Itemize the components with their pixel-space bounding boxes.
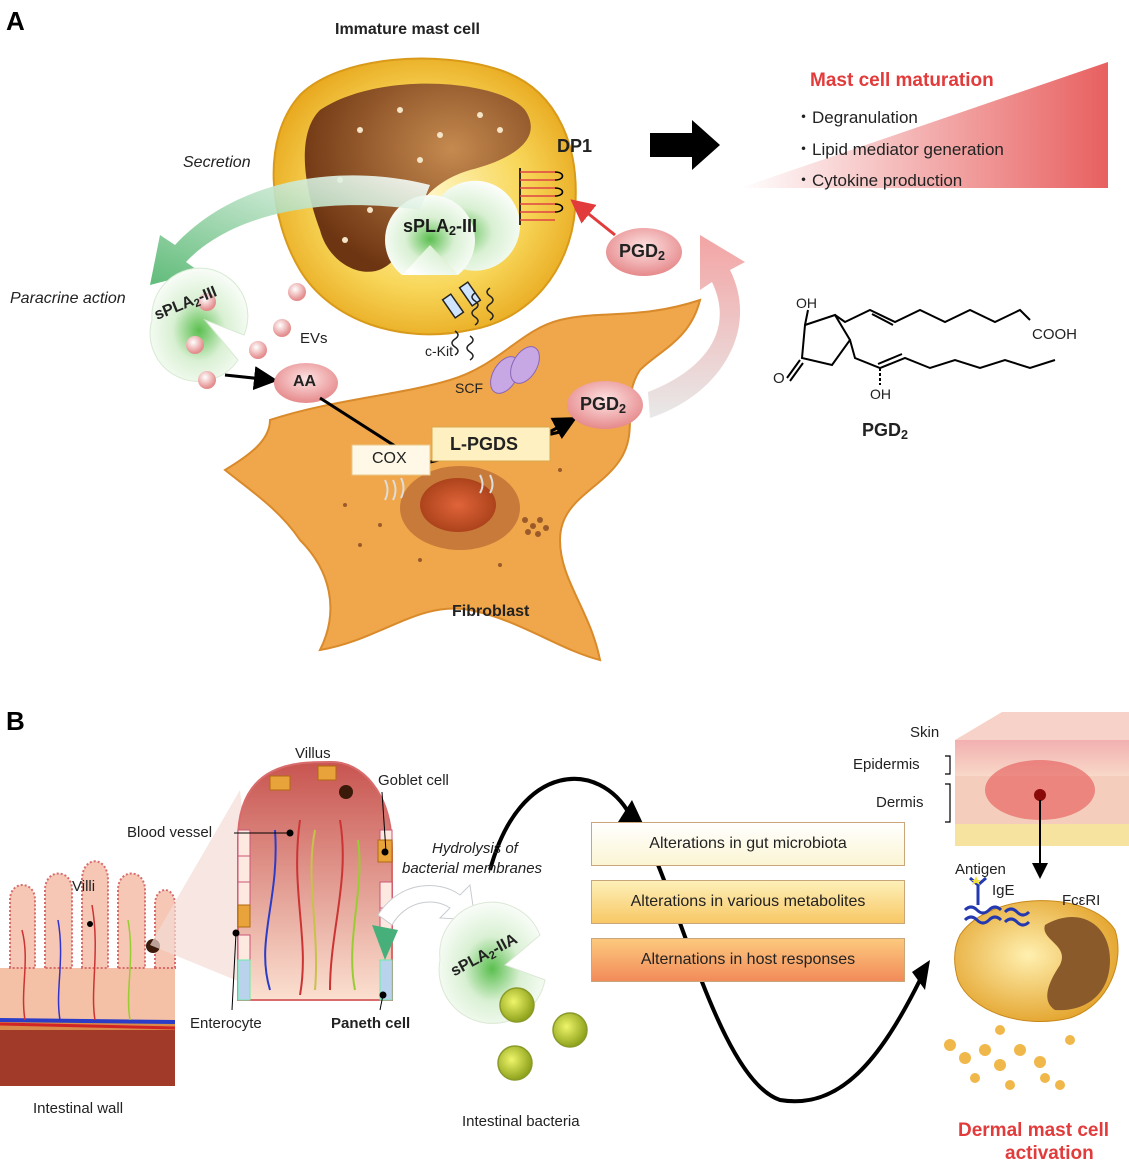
- mast-spla2-iii-label: sPLA2-III: [403, 216, 477, 238]
- scf-ligand-icon: [490, 346, 540, 394]
- intestinal-bacteria-icons: [497, 987, 588, 1081]
- intestinal-wall: [0, 968, 176, 1086]
- alteration-box-metabolites: Alterations in various metabolites: [591, 880, 905, 924]
- extracellular-vesicles: [186, 283, 306, 389]
- scf-label: SCF: [455, 380, 483, 396]
- cox-label: COX: [372, 450, 407, 467]
- epidermis-label: Epidermis: [853, 756, 920, 773]
- fibroblast-pgd2-pill: [567, 381, 643, 429]
- cox-membranes: [384, 474, 494, 501]
- mast-spla2-suffix: -III: [456, 216, 478, 236]
- mast-spla2-body: [385, 195, 475, 275]
- villus-label: Villus: [295, 745, 331, 762]
- ckit-label: c-Kit: [425, 343, 453, 359]
- villi-label: Villi: [72, 878, 96, 895]
- maturation-item-cytokine: ・Cytokine production: [795, 171, 963, 190]
- panel-b-label: B: [6, 706, 25, 736]
- fibroblast-pgd2-text: PGD: [580, 394, 620, 414]
- alteration-microbiota-text: Alterations in gut microbiota: [649, 835, 847, 852]
- alteration-box-host-responses: Alternations in host responses: [591, 938, 905, 982]
- dp1-label: DP1: [557, 136, 593, 156]
- pgd2-release-arrow: [648, 235, 745, 418]
- evs-to-aa-arrow: [224, 366, 278, 391]
- aa-label: AA: [293, 373, 317, 390]
- dermal-activation-line2: activation: [1005, 1143, 1094, 1162]
- immature-mast-cell-title: Immature mast cell: [335, 21, 480, 38]
- panel-b-leaders: [231, 791, 389, 1011]
- secretion-arrow: [150, 175, 430, 285]
- mast-spla2-text: sPLA: [403, 216, 450, 236]
- paneth-cell-label: Paneth cell: [331, 1015, 411, 1032]
- upper-pgd2-text: PGD: [619, 241, 659, 261]
- secretion-label: Secretion: [183, 154, 251, 171]
- aa-pill: [274, 363, 338, 403]
- fibroblast-pgd2-label: PGD2: [580, 394, 626, 416]
- structure-pgd2-text: PGD: [862, 420, 902, 440]
- enterocyte-label: Enterocyte: [190, 1015, 262, 1032]
- villi-vessels: [21, 904, 132, 1021]
- structure-pgd2-subscript: 2: [901, 428, 909, 443]
- structure-o: O: [773, 370, 785, 387]
- pgd2-to-dp1-arrow: [570, 199, 616, 237]
- blood-vessel-label: Blood vessel: [127, 824, 213, 841]
- dermis-label: Dermis: [876, 794, 924, 811]
- maturation-item-degranulation: ・Degranulation: [795, 108, 918, 127]
- fibroblast-pgd2-subscript: 2: [619, 402, 627, 417]
- upper-pgd2-subscript: 2: [658, 249, 666, 264]
- structure-oh-bottom: OH: [870, 386, 891, 402]
- antigen-label: Antigen: [955, 861, 1006, 878]
- goblet-cell-label: Goblet cell: [378, 772, 449, 789]
- zoom-projection: [150, 790, 260, 990]
- skin-brackets: [945, 755, 951, 823]
- mast-cell-maturation-title: Mast cell maturation: [810, 70, 994, 91]
- hydrolysis-line2: bacterial membranes: [402, 860, 543, 877]
- intestinal-wall-label: Intestinal wall: [33, 1100, 124, 1117]
- panel-a-label: A: [6, 6, 25, 36]
- upper-pgd2-pill: [606, 228, 682, 276]
- ckit-receptor-icon: [441, 281, 494, 361]
- intestinal-bacteria-label: Intestinal bacteria: [462, 1113, 580, 1130]
- mast-spla2-subscript: 2: [449, 224, 457, 239]
- paracrine-spla2-iii-shape: [149, 267, 249, 382]
- structure-cooh: COOH: [1032, 326, 1077, 343]
- hydrolysis-line1: Hydrolysis of: [432, 840, 518, 857]
- maturation-gradient-wedge: [740, 62, 1108, 188]
- skin-block: [955, 712, 1129, 846]
- fceri-label: FcεRI: [1062, 892, 1101, 909]
- alteration-host-responses-text: Alternations in host responses: [640, 951, 856, 968]
- maturation-arrow-icon: [650, 120, 720, 170]
- fibroblast-granules: [343, 468, 562, 567]
- fibroblast-label: Fibroblast: [452, 603, 530, 620]
- ige-fceri-icon: [963, 876, 1031, 927]
- structure-oh-top: OH: [796, 295, 817, 311]
- lpgds-label: L-PGDS: [450, 434, 519, 454]
- evs-label: EVs: [300, 330, 328, 347]
- alteration-metabolites-text: Alterations in various metabolites: [630, 893, 866, 910]
- structure-pgd2-label: PGD2: [862, 420, 908, 442]
- dermal-activation-line1: Dermal mast cell: [958, 1120, 1110, 1141]
- released-granules: [944, 1025, 1075, 1090]
- spla2-iia-secretion-arrow: [377, 883, 476, 926]
- villus-vessels: [264, 819, 361, 996]
- dp1-receptor-icon: [519, 168, 564, 225]
- maturation-item-lipid-mediator: ・Lipid mediator generation: [795, 140, 1004, 159]
- paracrine-action-label: Paracrine action: [10, 290, 126, 307]
- lpgds-box: [431, 426, 551, 462]
- alteration-box-microbiota: Alterations in gut microbiota: [591, 822, 905, 866]
- ige-label: IgE: [992, 882, 1015, 899]
- skin-label: Skin: [910, 724, 940, 741]
- pgd2-structure: [786, 308, 1056, 385]
- cox-box: [351, 444, 431, 476]
- upper-pgd2-label: PGD2: [619, 241, 665, 263]
